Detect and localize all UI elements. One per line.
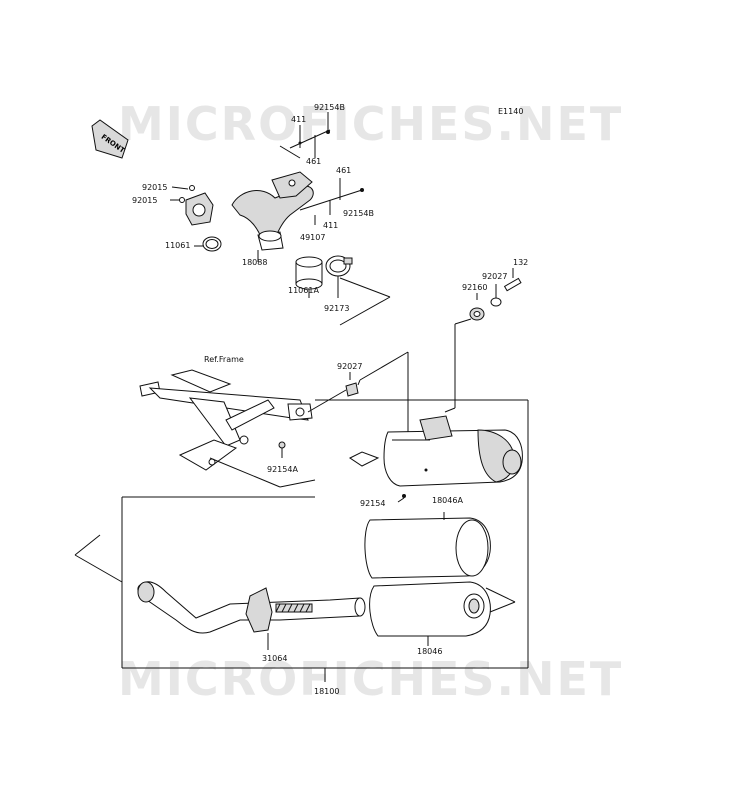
silencer-assembly	[383, 415, 523, 487]
ref-frame-label: Ref.Frame	[204, 355, 244, 364]
sleeve-11061A	[295, 256, 323, 290]
muffler-18046	[369, 581, 491, 637]
direction-arrow-icon	[349, 451, 380, 467]
grommet-92160	[469, 307, 485, 321]
label-92027-top: 92027	[482, 272, 507, 281]
bolt-92154	[402, 494, 406, 498]
label-92154B-top: 92154B	[314, 103, 345, 112]
diagram-code: E1140	[498, 107, 523, 116]
watermark-bottom: MICROFICHES.NET	[118, 652, 623, 706]
label-411-top: 411	[291, 115, 306, 124]
label-18046A: 18046A	[432, 496, 463, 505]
assembly-boundary	[121, 399, 529, 669]
label-18046: 18046	[417, 647, 442, 656]
label-92015-a: 92015	[142, 183, 167, 192]
label-92173: 92173	[324, 304, 349, 313]
exhaust-flange	[179, 185, 214, 226]
clamp-31064	[245, 587, 313, 633]
bolt-92154A	[278, 441, 286, 449]
label-11061: 11061	[165, 241, 190, 250]
header-pipe-18088	[231, 171, 314, 251]
label-49107: 49107	[300, 233, 325, 242]
washer-92027-mid	[345, 382, 359, 397]
label-92027-mid: 92027	[337, 362, 362, 371]
label-461-mid: 461	[336, 166, 351, 175]
bolt-132	[503, 277, 522, 292]
label-18100: 18100	[314, 687, 339, 696]
clamp-92173	[325, 255, 353, 277]
label-461-top: 461	[306, 157, 321, 166]
front-arrow-icon: FRONT	[91, 119, 129, 159]
label-31064: 31064	[262, 654, 287, 663]
bolt-group-mid	[299, 178, 364, 215]
washer-92027	[490, 297, 502, 307]
label-411-mid: 411	[323, 221, 338, 230]
label-92015-b: 92015	[132, 196, 157, 205]
heat-shield-18046A	[364, 517, 491, 579]
label-132: 132	[513, 258, 528, 267]
label-92154B-mid: 92154B	[343, 209, 374, 218]
watermark-top: MICROFICHES.NET	[118, 97, 623, 151]
bolt-group-top	[279, 112, 331, 159]
label-11061A: 11061A	[288, 286, 319, 295]
label-18088: 18088	[242, 258, 267, 267]
label-92154: 92154	[360, 499, 385, 508]
label-92154A: 92154A	[267, 465, 298, 474]
reference-frame	[139, 369, 313, 471]
label-92160: 92160	[462, 283, 487, 292]
